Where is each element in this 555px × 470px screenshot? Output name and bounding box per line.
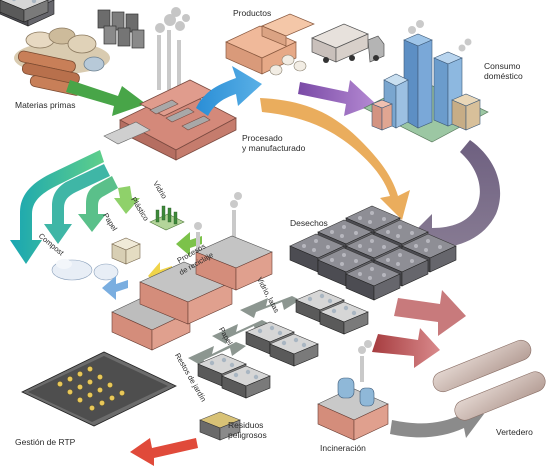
- landfill-icon: [430, 337, 548, 423]
- label-vertedero: Vertedero: [496, 428, 533, 438]
- paper-bundle-icon: [112, 238, 140, 264]
- label-incineracion: Incineración: [320, 444, 366, 454]
- label-productos: Productos: [233, 9, 271, 19]
- arrow-hazardous-to-rtp: [130, 438, 198, 466]
- label-gestion-rtp: Gestión de RTP: [15, 438, 75, 448]
- label-consumo-line2: doméstico: [484, 72, 523, 82]
- products-pile: [226, 14, 384, 75]
- city-icon: [364, 20, 488, 142]
- compost-pile-icon: [52, 259, 118, 280]
- label-residuos-line2: peligrosos: [228, 431, 267, 441]
- arrow-raw-to-factory: [66, 80, 146, 116]
- barrels-icon: [98, 10, 144, 48]
- incinerator-icon: [318, 340, 388, 440]
- label-materias-primas: Materias primas: [15, 101, 75, 111]
- glass-bottles-icon: [150, 206, 184, 230]
- truck-icon: [312, 24, 384, 63]
- arrow-waste-to-incineration: [372, 328, 440, 368]
- label-procesado-line2: y manufacturado: [242, 144, 305, 154]
- arrow-waste-to-landfill: [394, 290, 466, 336]
- smoke-icon: [155, 7, 190, 33]
- rtp-storage-icon: [22, 352, 176, 426]
- label-desechos: Desechos: [290, 219, 328, 229]
